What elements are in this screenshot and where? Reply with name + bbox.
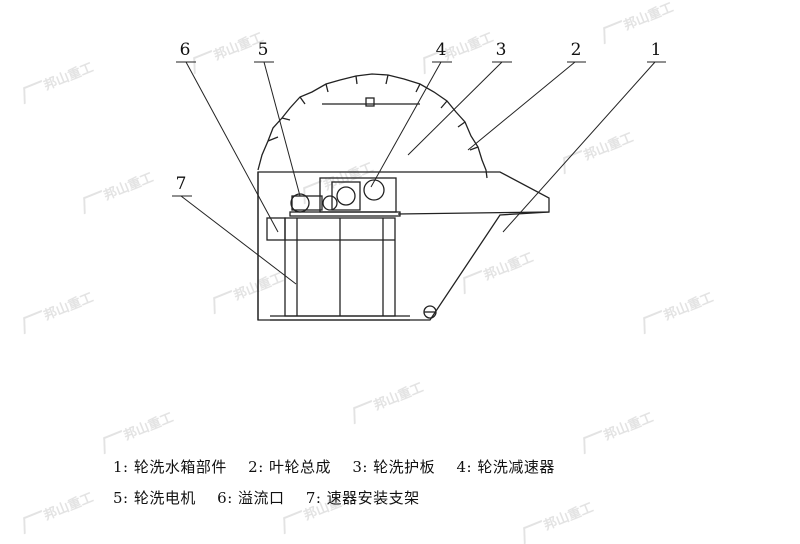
impeller-outline	[257, 73, 488, 179]
impeller-teeth	[267, 74, 479, 151]
legend-item: 6: 溢流口	[217, 489, 285, 507]
legend-item: 5: 轮洗电机	[113, 489, 196, 507]
callout-2: 2	[570, 40, 582, 60]
legend-line-2: 5: 轮洗电机 6: 溢流口 7: 速器安装支架	[113, 487, 436, 508]
legend-item: 1: 轮洗水箱部件	[113, 458, 227, 476]
legend-item: 2: 叶轮总成	[248, 458, 332, 476]
legend-item: 3: 轮洗护板	[352, 458, 436, 476]
leader-lines	[180, 61, 656, 285]
motor-pulley	[290, 193, 310, 213]
machine-drawing	[172, 61, 666, 321]
callout-4: 4	[435, 40, 447, 60]
legend-item: 4: 轮洗减速器	[456, 458, 555, 476]
callout-5: 5	[257, 40, 269, 60]
callout-3: 3	[495, 40, 507, 60]
callout-6: 6	[179, 40, 191, 60]
sand-washer-diagram: 邦山重工邦山重工邦山重工邦山重工邦山重工邦山重工邦山重工邦山重工邦山重工邦山重工…	[23, 0, 716, 544]
callout-1: 1	[650, 40, 662, 60]
legend-item: 7: 速器安装支架	[305, 489, 420, 507]
lifting-lug	[365, 97, 375, 107]
callout-7: 7	[175, 174, 187, 194]
legend-line-1: 1: 轮洗水箱部件 2: 叶轮总成 3: 轮洗护板 4: 轮洗减速器	[113, 456, 571, 477]
